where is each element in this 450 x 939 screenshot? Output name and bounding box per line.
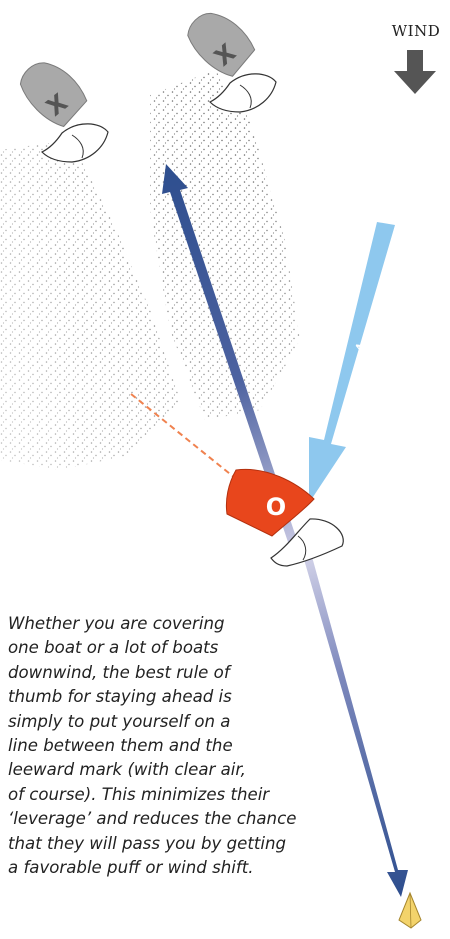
caption-line: one boat or a lot of boats bbox=[8, 636, 438, 660]
caption-line: Whether you are covering bbox=[8, 612, 438, 636]
caption-text: Whether you are covering one boat or a l… bbox=[8, 612, 438, 880]
caption-line: downwind, the best rule of bbox=[8, 661, 438, 685]
wind-shadow-right bbox=[150, 70, 300, 420]
wind-label: WIND bbox=[386, 22, 446, 40]
caption-line: a favorable puff or wind shift. bbox=[8, 856, 438, 880]
opponent-boat-right: X bbox=[181, 1, 261, 83]
opponent-boat-left: X bbox=[13, 51, 92, 133]
caption-line: leeward mark (with clear air, bbox=[8, 758, 438, 782]
caption-line: thumb for staying ahead is bbox=[8, 685, 438, 709]
caption-line: that they will pass you by getting bbox=[8, 832, 438, 856]
own-boat-marker: O bbox=[266, 493, 286, 521]
caption-line: simply to put yourself on a bbox=[8, 710, 438, 734]
caption-line: ‘leverage’ and reduces the chance bbox=[8, 807, 438, 831]
wind-arrow-icon bbox=[394, 50, 436, 94]
caption-line: line between them and the bbox=[8, 734, 438, 758]
caption-line: of course). This minimizes their bbox=[8, 783, 438, 807]
